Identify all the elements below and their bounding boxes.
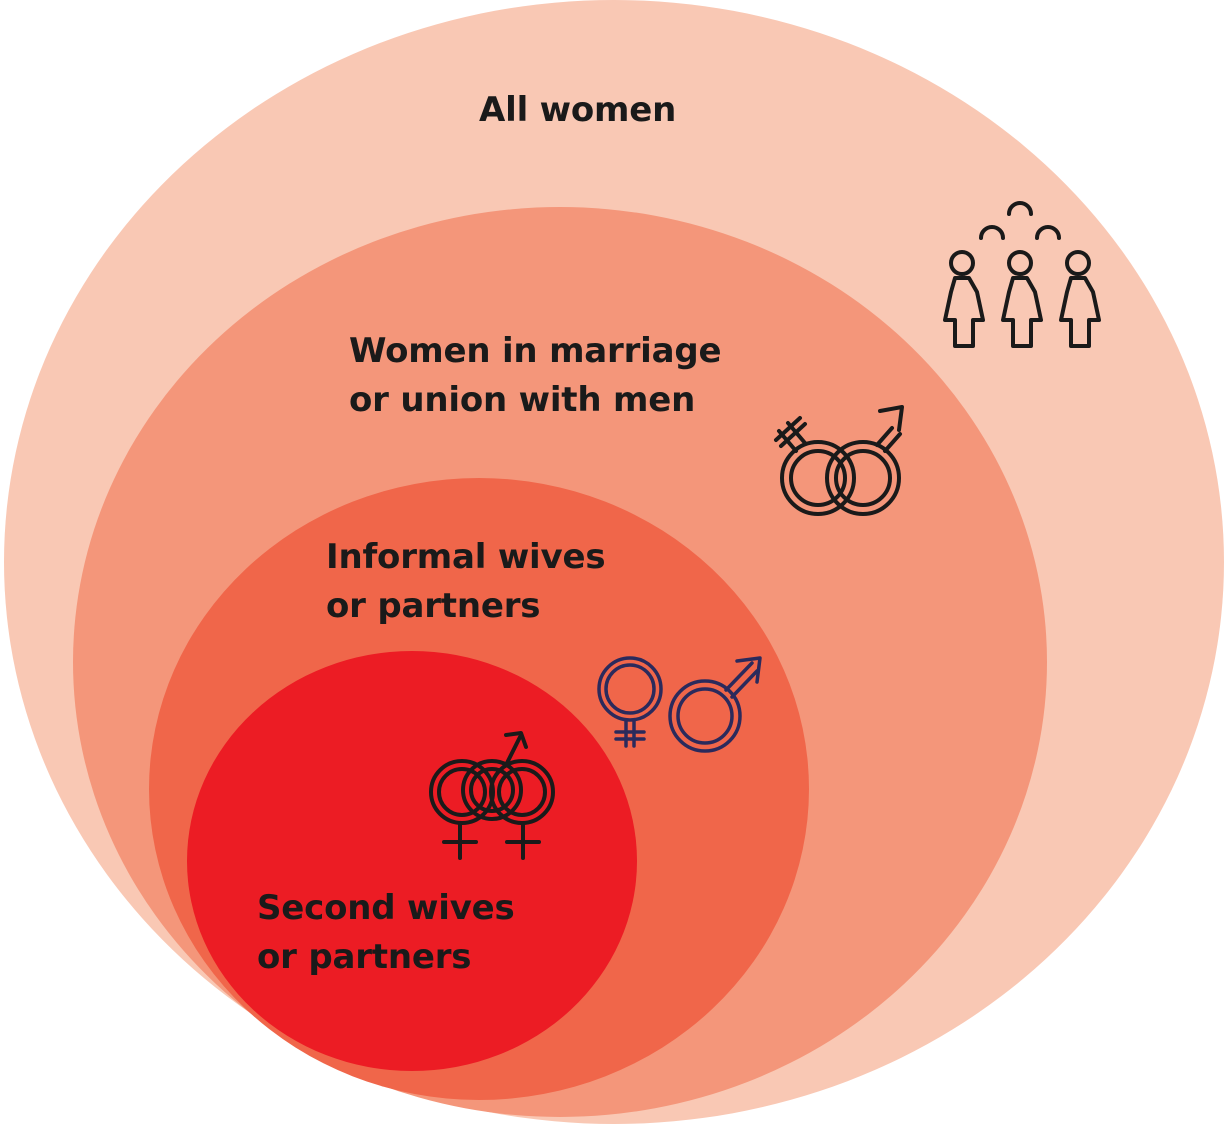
label-informal-line-2: or partners xyxy=(326,586,541,626)
two-females-one-male-icon xyxy=(429,731,555,860)
label-second: Second wives or partners xyxy=(257,884,515,982)
interlocked-female-male-icon xyxy=(774,405,904,516)
label-in-union-line-1: Women in marriage xyxy=(349,331,722,371)
label-all-women: All women xyxy=(479,86,676,135)
label-informal: Informal wives or partners xyxy=(326,533,606,631)
three-women-icon xyxy=(943,201,1101,348)
set-second xyxy=(187,651,637,1071)
label-all-women-line-1: All women xyxy=(479,90,677,130)
female-and-male-symbols-icon xyxy=(597,656,762,753)
label-in-union: Women in marriage or union with men xyxy=(349,327,722,425)
label-second-line-2: or partners xyxy=(257,937,472,977)
label-second-line-1: Second wives xyxy=(257,888,515,928)
label-in-union-line-2: or union with men xyxy=(349,380,696,420)
label-informal-line-1: Informal wives xyxy=(326,537,606,577)
